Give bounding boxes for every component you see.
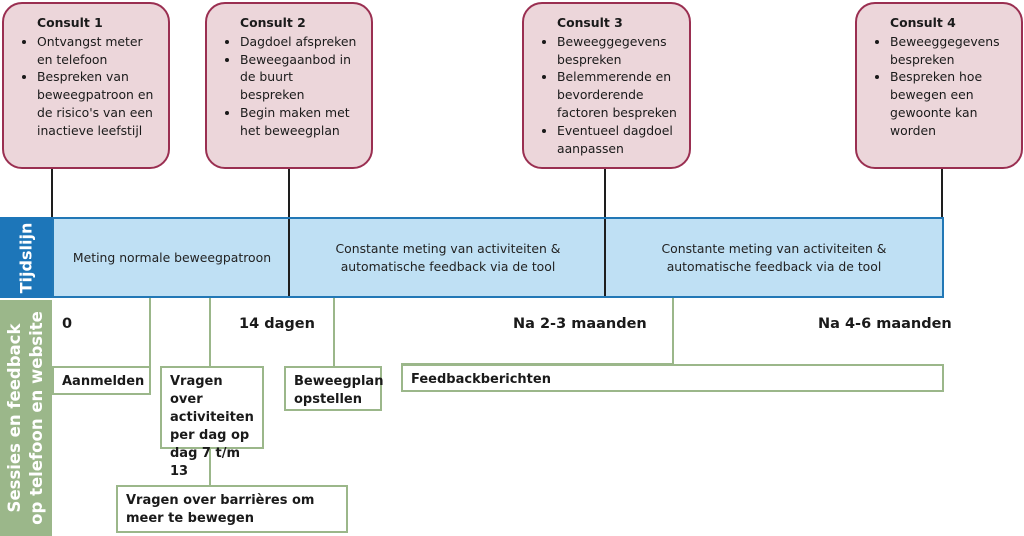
consult-item: Beweeggegevens bespreken xyxy=(890,33,1011,69)
consult-box-2: Consult 2 Dagdoel afspreken Beweegaanbod… xyxy=(205,2,373,169)
timeline-segment-1: Meting normale beweegpatroon xyxy=(72,249,272,265)
timeline-label: Tijdslijn xyxy=(0,217,52,298)
consult-item-list: Beweeggegevens bespreken Belemmerende en… xyxy=(537,33,679,158)
consult-item: Bespreken hoe bewegen een gewoonte kan w… xyxy=(890,68,1011,139)
consult-3-connector xyxy=(604,168,606,218)
consult-item: Dagdoel afspreken xyxy=(240,33,361,51)
consult-box-3: Consult 3 Beweeggegevens bespreken Belem… xyxy=(522,2,691,169)
consult-box-1: Consult 1 Ontvangst meter en telefoon Be… xyxy=(2,2,170,169)
consult-title: Consult 1 xyxy=(37,15,103,30)
consult-title: Consult 3 xyxy=(557,15,623,30)
consult-item: Beweeggegevens bespreken xyxy=(557,33,679,69)
sessions-label-text: Sessies en feedback op telefoon en websi… xyxy=(4,311,48,525)
timeline-segment-3: Constante meting van activiteiten & auto… xyxy=(606,219,942,296)
consult-item: Bespreken van beweegpatroon en de risico… xyxy=(37,68,158,139)
timeline-segment-2: Constante meting van activiteiten & auto… xyxy=(290,219,606,296)
session-box-vragen-activiteiten: Vragen over activiteiten per dag op dag … xyxy=(160,366,264,479)
session-box-beweegplan: Beweegplan opstellen xyxy=(284,366,383,411)
consult-item: Begin maken met het beweegplan xyxy=(240,104,361,140)
consult-title: Consult 4 xyxy=(890,15,956,30)
tick-label: 14 dagen xyxy=(239,316,315,332)
sessions-label-line-2: op telefoon en website xyxy=(27,311,47,525)
vragen-barrieres-connector xyxy=(209,448,211,486)
session-box-vragen-barrieres: Vragen over barrières om meer te bewegen xyxy=(116,485,348,533)
consult-item: Eventueel dagdoel aanpassen xyxy=(557,122,679,158)
timeline-segment-2-text: Constante meting van activiteiten & auto… xyxy=(335,240,561,274)
consult-item-list: Ontvangst meter en telefoon Bespreken va… xyxy=(17,33,158,140)
beweegplan-connector xyxy=(333,298,335,366)
consult-item: Beweegaanbod in de buurt bespreken xyxy=(240,51,361,104)
timeline-band: Meting normale beweegpatroon Constante m… xyxy=(52,217,944,298)
session-box-feedbackberichten: Feedbackberichten xyxy=(401,364,944,392)
tick-label: Na 2-3 maanden xyxy=(513,316,647,332)
timeline-divider xyxy=(288,219,290,296)
consult-2-connector xyxy=(288,168,290,218)
vragen-activiteiten-connector xyxy=(209,298,211,366)
timeline-segment-3-text: Constante meting van activiteiten & auto… xyxy=(661,240,887,274)
aanmelden-connector xyxy=(149,298,151,366)
timeline-divider xyxy=(604,219,606,296)
sessions-label: Sessies en feedback op telefoon en websi… xyxy=(0,300,52,536)
feedback-connector xyxy=(672,298,674,364)
tick-label: 0 xyxy=(62,316,73,332)
consult-item-list: Beweeggegevens bespreken Bespreken hoe b… xyxy=(870,33,1011,140)
consult-1-connector xyxy=(51,168,53,218)
consult-title: Consult 2 xyxy=(240,15,306,30)
tick-label: Na 4-6 maanden xyxy=(818,316,952,332)
consult-item: Belemmerende en bevorderende factoren be… xyxy=(557,68,679,121)
sessions-label-line-1: Sessies en feedback xyxy=(5,323,25,513)
consult-box-4: Consult 4 Beweeggegevens bespreken Bespr… xyxy=(855,2,1023,169)
session-box-aanmelden: Aanmelden xyxy=(52,366,151,395)
timeline-label-text: Tijdslijn xyxy=(16,222,36,293)
consult-4-connector xyxy=(941,168,943,218)
consult-item-list: Dagdoel afspreken Beweegaanbod in de buu… xyxy=(220,33,361,140)
consult-item: Ontvangst meter en telefoon xyxy=(37,33,158,69)
